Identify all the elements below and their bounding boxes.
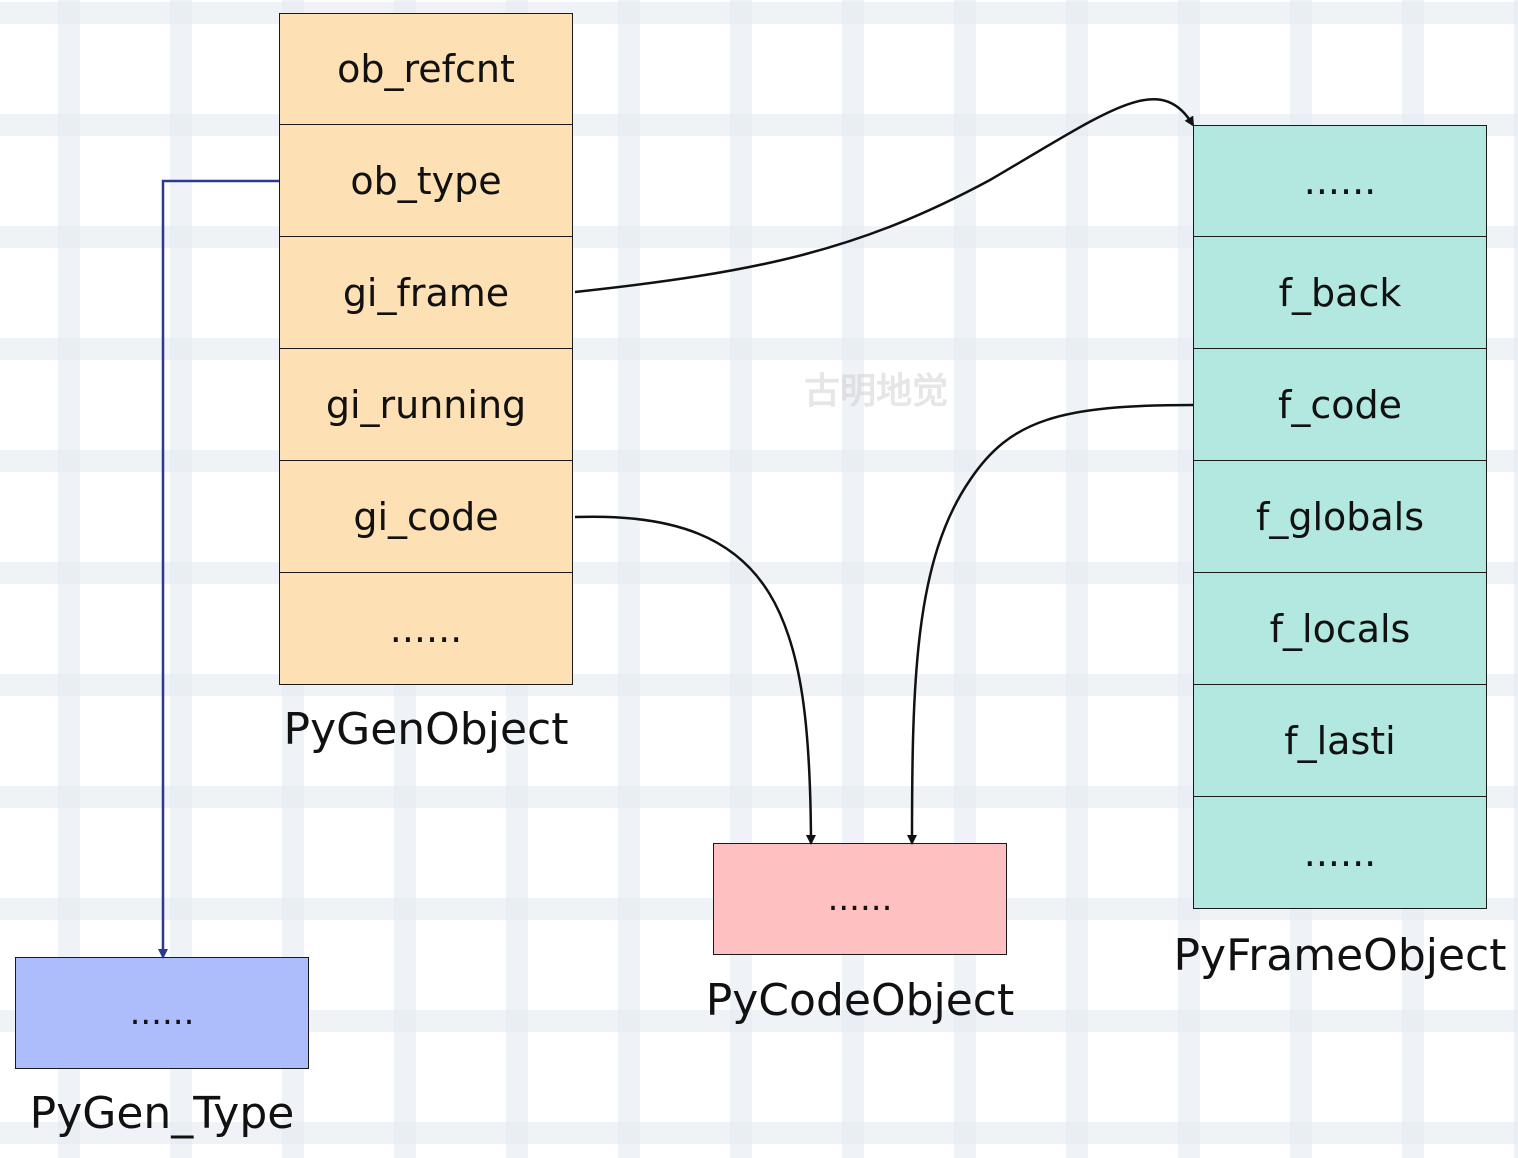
frame-field-ellipsis-top: ...... <box>1193 125 1487 237</box>
py-code-object-content: ...... <box>827 879 893 919</box>
frame-field-f-locals: f_locals <box>1193 573 1487 685</box>
gi-code-to-code-object-arrow <box>574 515 816 845</box>
py-code-object-box: ...... <box>713 843 1007 955</box>
frame-field-ellipsis-bottom: ...... <box>1193 797 1487 909</box>
py-frame-object-caption: PyFrameObject <box>1173 930 1507 981</box>
watermark-text: 古明地觉 <box>804 371 949 412</box>
frame-field-f-code: f_code <box>1193 349 1487 461</box>
gen-field-gi-code: gi_code <box>279 461 573 573</box>
py-gen-type-box: ...... <box>15 957 309 1069</box>
gen-field-gi-running: gi_running <box>279 349 573 461</box>
frame-field-f-lasti: f_lasti <box>1193 685 1487 797</box>
gen-field-ellipsis: ...... <box>279 573 573 685</box>
gen-field-ob-refcnt: ob_refcnt <box>279 13 573 125</box>
py-gen-type-content: ...... <box>129 993 195 1033</box>
py-gen-object-caption: PyGenObject <box>283 704 569 755</box>
frame-field-f-back: f_back <box>1193 237 1487 349</box>
py-frame-object-struct: ...... f_back f_code f_globals f_locals … <box>1193 125 1487 909</box>
py-code-object-caption: PyCodeObject <box>705 975 1015 1026</box>
f-code-to-code-object-arrow <box>907 403 1194 845</box>
gen-field-gi-frame: gi_frame <box>279 237 573 349</box>
gen-field-ob-type: ob_type <box>279 125 573 237</box>
frame-field-f-globals: f_globals <box>1193 461 1487 573</box>
py-gen-type-caption: PyGen_Type <box>29 1088 295 1139</box>
gi-frame-to-frame-arrow <box>574 98 1195 294</box>
ob-type-to-gen-type-arrow <box>158 179 279 959</box>
py-gen-object-struct: ob_refcnt ob_type gi_frame gi_running gi… <box>279 13 573 685</box>
